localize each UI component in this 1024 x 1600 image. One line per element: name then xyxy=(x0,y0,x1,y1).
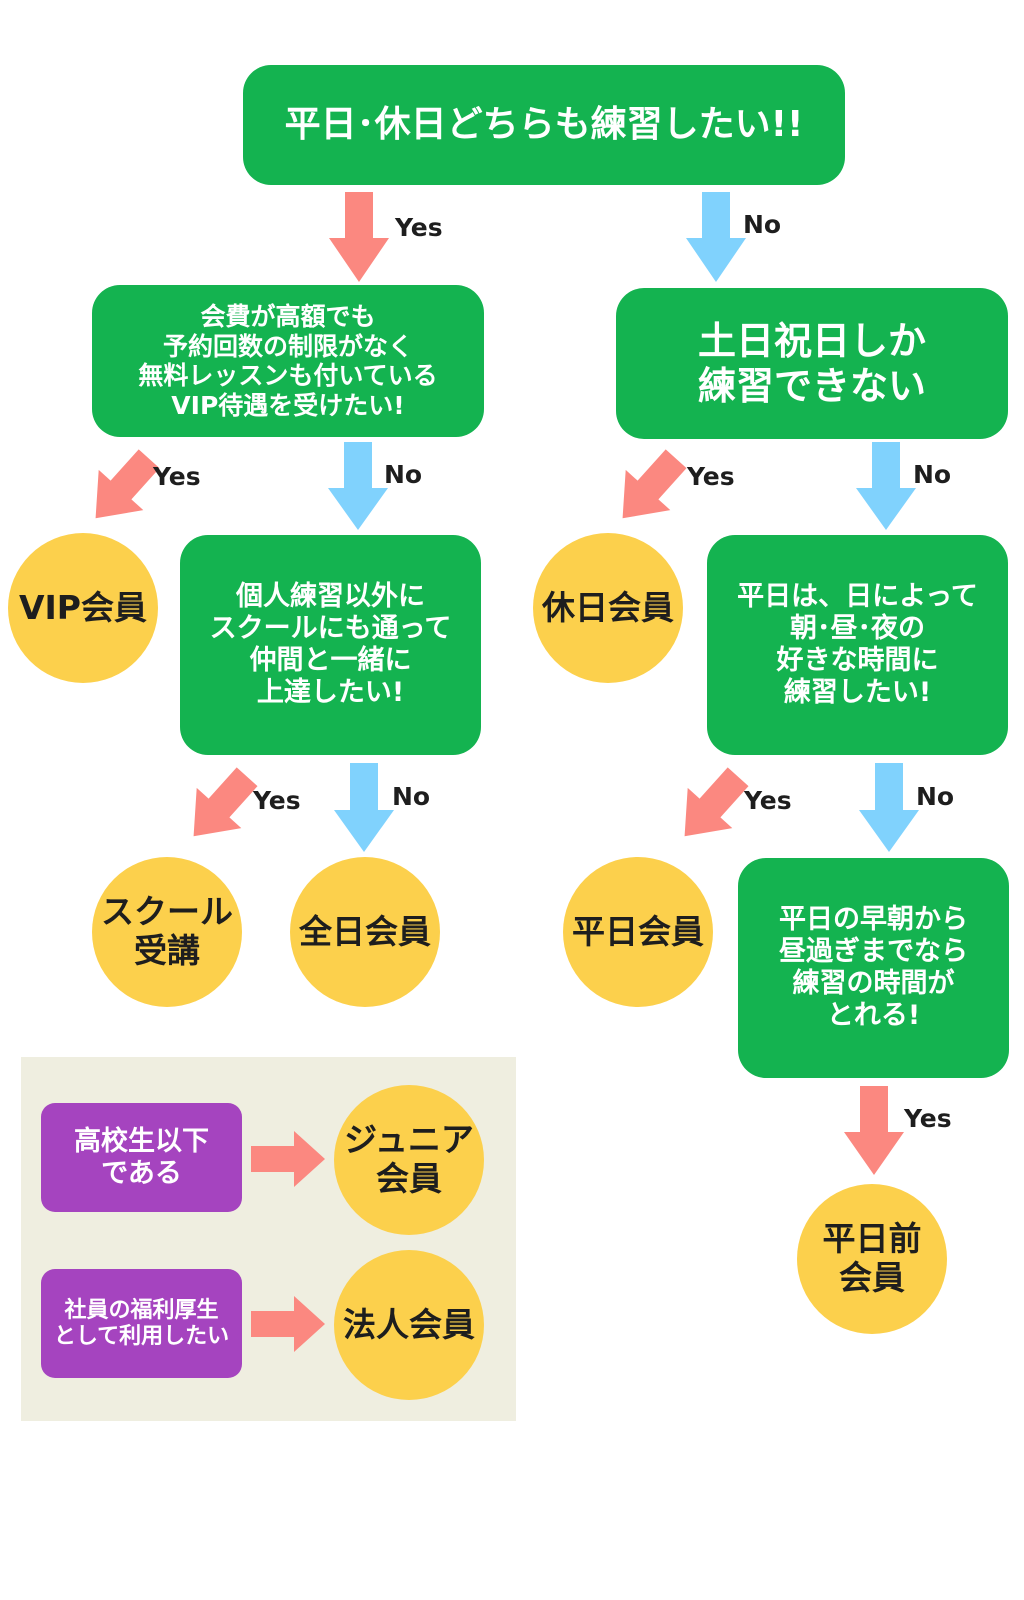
result-school: スクール 受講 xyxy=(92,857,242,1007)
question-weekday-morning: 平日の早朝から 昼過ぎまでなら 練習の時間が とれる! xyxy=(738,858,1009,1078)
question-vip-benefits: 会費が高額でも 予約回数の制限がなく 無料レッスンも付いている VIP待遇を受け… xyxy=(92,285,484,437)
yes-label: Yes xyxy=(744,786,792,815)
yes-label: Yes xyxy=(253,786,301,815)
question-weekday-flexible: 平日は、日によって 朝･昼･夜の 好きな時間に 練習したい! xyxy=(707,535,1008,755)
condition-corporate: 社員の福利厚生 として利用したい xyxy=(41,1269,242,1378)
yes-label: Yes xyxy=(153,462,201,491)
no-label: No xyxy=(392,782,431,811)
result-junior: ジュニア 会員 xyxy=(334,1085,484,1235)
no-label: No xyxy=(384,460,423,489)
yes-label: Yes xyxy=(904,1104,952,1133)
result-all-day: 全日会員 xyxy=(290,857,440,1007)
yes-label: Yes xyxy=(395,213,443,242)
yes-label: Yes xyxy=(687,462,735,491)
result-vip: VIP会員 xyxy=(8,533,158,683)
question-school: 個人練習以外に スクールにも通って 仲間と一緒に 上達したい! xyxy=(180,535,481,755)
no-label: No xyxy=(743,210,782,239)
result-holiday: 休日会員 xyxy=(533,533,683,683)
no-label: No xyxy=(913,460,952,489)
result-corporate: 法人会員 xyxy=(334,1250,484,1400)
result-weekday-morning: 平日前 会員 xyxy=(797,1184,947,1334)
question-root: 平日･休日どちらも練習したい!! xyxy=(243,65,845,185)
question-weekend-only: 土日祝日しか 練習できない xyxy=(616,288,1008,439)
no-label: No xyxy=(916,782,955,811)
condition-junior: 高校生以下 である xyxy=(41,1103,242,1212)
result-weekday: 平日会員 xyxy=(563,857,713,1007)
